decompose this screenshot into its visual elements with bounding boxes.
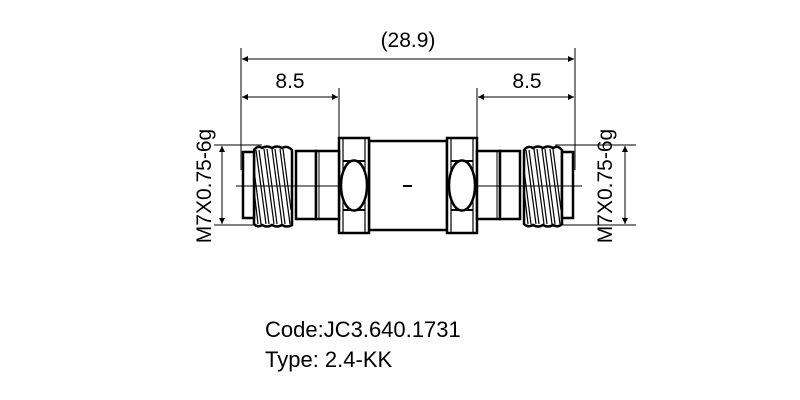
overall-dimension: (28.9) (242, 29, 574, 62)
left-length-label: 8.5 (275, 70, 304, 93)
part-code: Code:JC3.640.1731 (265, 317, 461, 342)
left-thread-dimension: 8.5 (242, 70, 338, 100)
left-hex-nut (337, 136, 371, 235)
part-type: Type: 2.4-KK (265, 347, 393, 372)
right-thread-dimension: 8.5 (478, 70, 574, 100)
extension-lines (240, 48, 576, 170)
right-hex-nut (445, 136, 479, 235)
right-length-label: 8.5 (512, 70, 541, 93)
right-diameter-dimension: M7X0.75-6g (555, 129, 636, 243)
right-thread-spec: M7X0.75-6g (594, 129, 617, 243)
left-thread-spec: M7X0.75-6g (193, 129, 216, 243)
overall-length-label: (28.9) (381, 29, 436, 52)
